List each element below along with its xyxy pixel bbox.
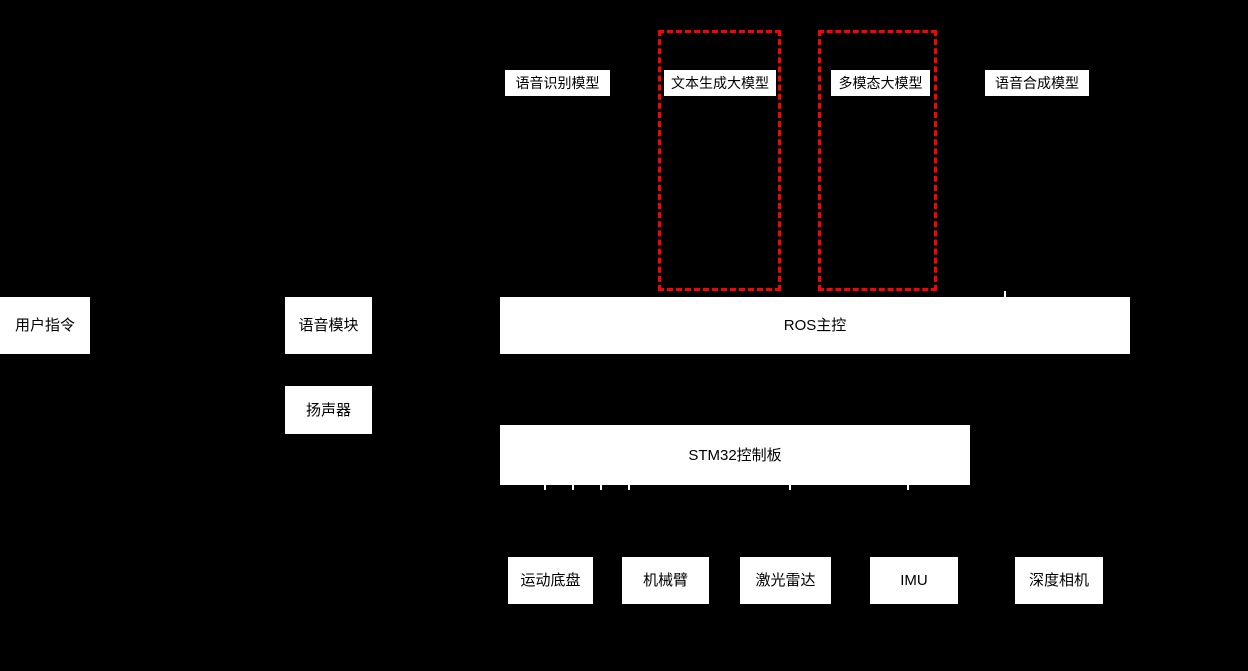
node-voice-module: 语音模块 <box>285 297 372 354</box>
node-lidar: 激光雷达 <box>740 557 831 604</box>
node-stm32-board: STM32控制板 <box>500 425 970 485</box>
connector-stub <box>907 485 909 490</box>
connector-stub <box>572 485 574 490</box>
node-multimodal-llm: 多模态大模型 <box>831 70 930 96</box>
highlight-box-multimodal <box>818 30 937 291</box>
node-text-generation-llm: 文本生成大模型 <box>664 70 776 96</box>
highlight-box-text-generation <box>658 30 781 291</box>
node-user-command: 用户指令 <box>0 297 90 354</box>
connector-stub <box>628 485 630 490</box>
node-motion-chassis: 运动底盘 <box>508 557 593 604</box>
node-ros-master: ROS主控 <box>500 297 1130 354</box>
connector-stub <box>1004 291 1006 297</box>
node-speaker: 扬声器 <box>285 386 372 434</box>
connector-stub <box>789 485 791 490</box>
node-imu: IMU <box>870 557 958 604</box>
connector-stub <box>600 485 602 490</box>
node-speech-recognition-model: 语音识别模型 <box>505 70 610 96</box>
node-depth-camera: 深度相机 <box>1015 557 1103 604</box>
node-robot-arm: 机械臂 <box>622 557 709 604</box>
node-speech-synthesis-model: 语音合成模型 <box>985 70 1089 96</box>
connector-stub <box>544 485 546 490</box>
